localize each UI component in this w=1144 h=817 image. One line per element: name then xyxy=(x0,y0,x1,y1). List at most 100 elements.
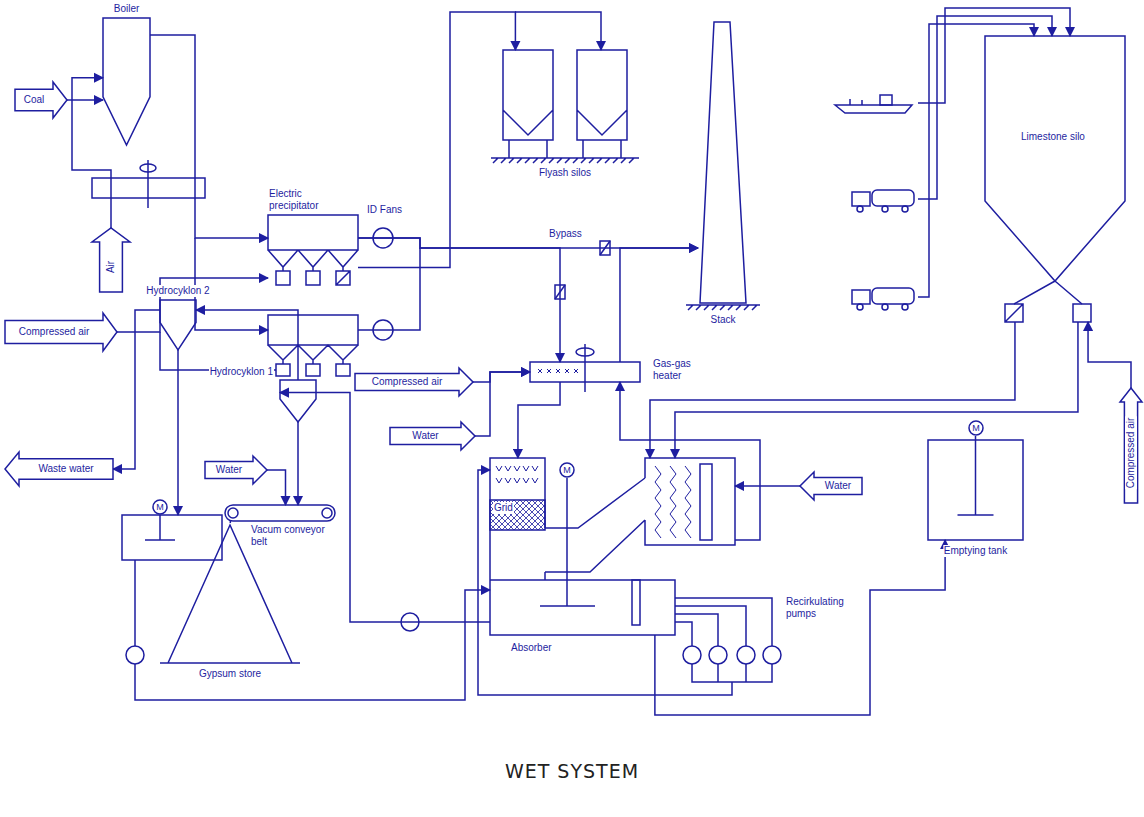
node-label: Stack xyxy=(709,314,736,326)
precipitator: Electric precipitator xyxy=(268,215,358,285)
annotation-label: Recirkulating pumps xyxy=(785,596,849,620)
flow-line xyxy=(735,485,800,487)
input-arrow: Air xyxy=(92,228,130,292)
node-label: Limestone silo xyxy=(1020,131,1086,143)
flow-line xyxy=(297,422,299,505)
node-shape xyxy=(928,420,1023,540)
ship xyxy=(835,105,912,113)
node-label: Gypsum store xyxy=(198,668,262,680)
valve xyxy=(276,364,290,376)
valve xyxy=(306,364,320,376)
block-arrow xyxy=(390,422,475,450)
silo-outline xyxy=(503,50,553,158)
gypsum-pile: Gypsum store xyxy=(168,525,292,663)
flow-line xyxy=(196,310,298,380)
absorber-internals xyxy=(540,464,712,625)
stack: Stack xyxy=(698,22,748,307)
node-shape xyxy=(168,525,292,663)
valve xyxy=(306,271,320,285)
node-label: Gas-gas heater xyxy=(652,358,706,382)
filtrate-tank xyxy=(122,515,222,560)
flyash-silos: Flyash silos xyxy=(503,50,627,160)
block-arrow xyxy=(92,228,130,292)
pump-symbol xyxy=(763,646,781,664)
node-label: Absorber xyxy=(510,642,553,654)
precipitator xyxy=(268,315,358,345)
input-arrow: Water xyxy=(800,472,862,500)
node-shape xyxy=(490,458,735,635)
motor-symbol: M xyxy=(968,420,984,436)
truck xyxy=(857,206,863,212)
node-label: Water xyxy=(411,430,439,442)
node-shape xyxy=(503,50,627,160)
flow-line xyxy=(113,310,160,469)
cyclone-outline xyxy=(280,380,316,422)
flow-line xyxy=(655,540,945,715)
grid: Grid xyxy=(490,500,545,530)
discharge-line xyxy=(692,664,772,682)
return-line xyxy=(135,560,490,700)
silo-outline xyxy=(577,50,627,158)
flow-line xyxy=(358,238,698,248)
valve xyxy=(336,271,350,285)
flow-line xyxy=(358,12,515,268)
motor-symbol: M xyxy=(152,499,168,515)
roller xyxy=(228,508,238,518)
grid-packing xyxy=(490,500,545,530)
node-label: Water xyxy=(215,464,243,476)
node-shape xyxy=(103,18,150,145)
flow-line xyxy=(475,372,530,436)
valve xyxy=(276,271,290,285)
node-label: Vacum conveyor belt xyxy=(250,524,340,548)
precipitator-hoppers xyxy=(268,345,358,364)
tank-outline xyxy=(928,436,1023,540)
truck xyxy=(902,206,908,212)
node-label: M xyxy=(971,423,981,433)
truck xyxy=(882,206,888,212)
heater-shaft xyxy=(584,344,586,392)
input-arrow: Compressed air xyxy=(1120,388,1142,503)
node-shape xyxy=(160,300,196,350)
feeder xyxy=(1073,304,1091,322)
block-arrow xyxy=(800,472,862,500)
flow-line xyxy=(518,382,560,458)
pump-symbol xyxy=(709,646,727,664)
input-arrow: Water xyxy=(390,422,475,450)
boiler: Boiler xyxy=(103,18,150,145)
valve xyxy=(336,364,350,376)
cyclone-outline xyxy=(160,300,196,350)
flow-line xyxy=(150,35,268,238)
pump-symbol xyxy=(126,646,144,664)
limestone-silo: Limestone silo xyxy=(985,36,1125,322)
precipitator-outline xyxy=(268,215,358,271)
suction-line xyxy=(675,598,772,646)
ship xyxy=(850,99,862,105)
heater-elements xyxy=(538,369,578,373)
node-label: M xyxy=(155,502,165,512)
pile-outline xyxy=(160,525,300,663)
node-label: Compressed air xyxy=(18,326,91,338)
flyash-line xyxy=(515,12,601,50)
limestone-feed xyxy=(918,8,1070,103)
flow-line xyxy=(620,382,760,540)
node-label: Air xyxy=(105,260,117,274)
hydrocyclone: Hydrocyklon 1 xyxy=(280,380,316,422)
boiler-outline xyxy=(103,18,150,145)
flow-line xyxy=(473,372,530,382)
flue-gas-duct xyxy=(195,238,268,330)
pump-symbol xyxy=(737,646,755,664)
ship xyxy=(880,95,892,105)
emptying-tank: Emptying tankM xyxy=(928,420,1023,540)
node-label: Boiler xyxy=(113,3,141,15)
pump-symbol xyxy=(683,646,701,664)
input-arrow: Compressed air xyxy=(355,368,473,396)
node-label: Flyash silos xyxy=(538,167,592,179)
truck xyxy=(882,304,888,310)
block-arrow xyxy=(15,82,67,118)
mist-eliminator xyxy=(655,466,691,538)
truck xyxy=(902,304,908,310)
truck xyxy=(857,304,863,310)
block-arrow xyxy=(355,368,473,396)
node-label: Waste water xyxy=(37,463,94,475)
